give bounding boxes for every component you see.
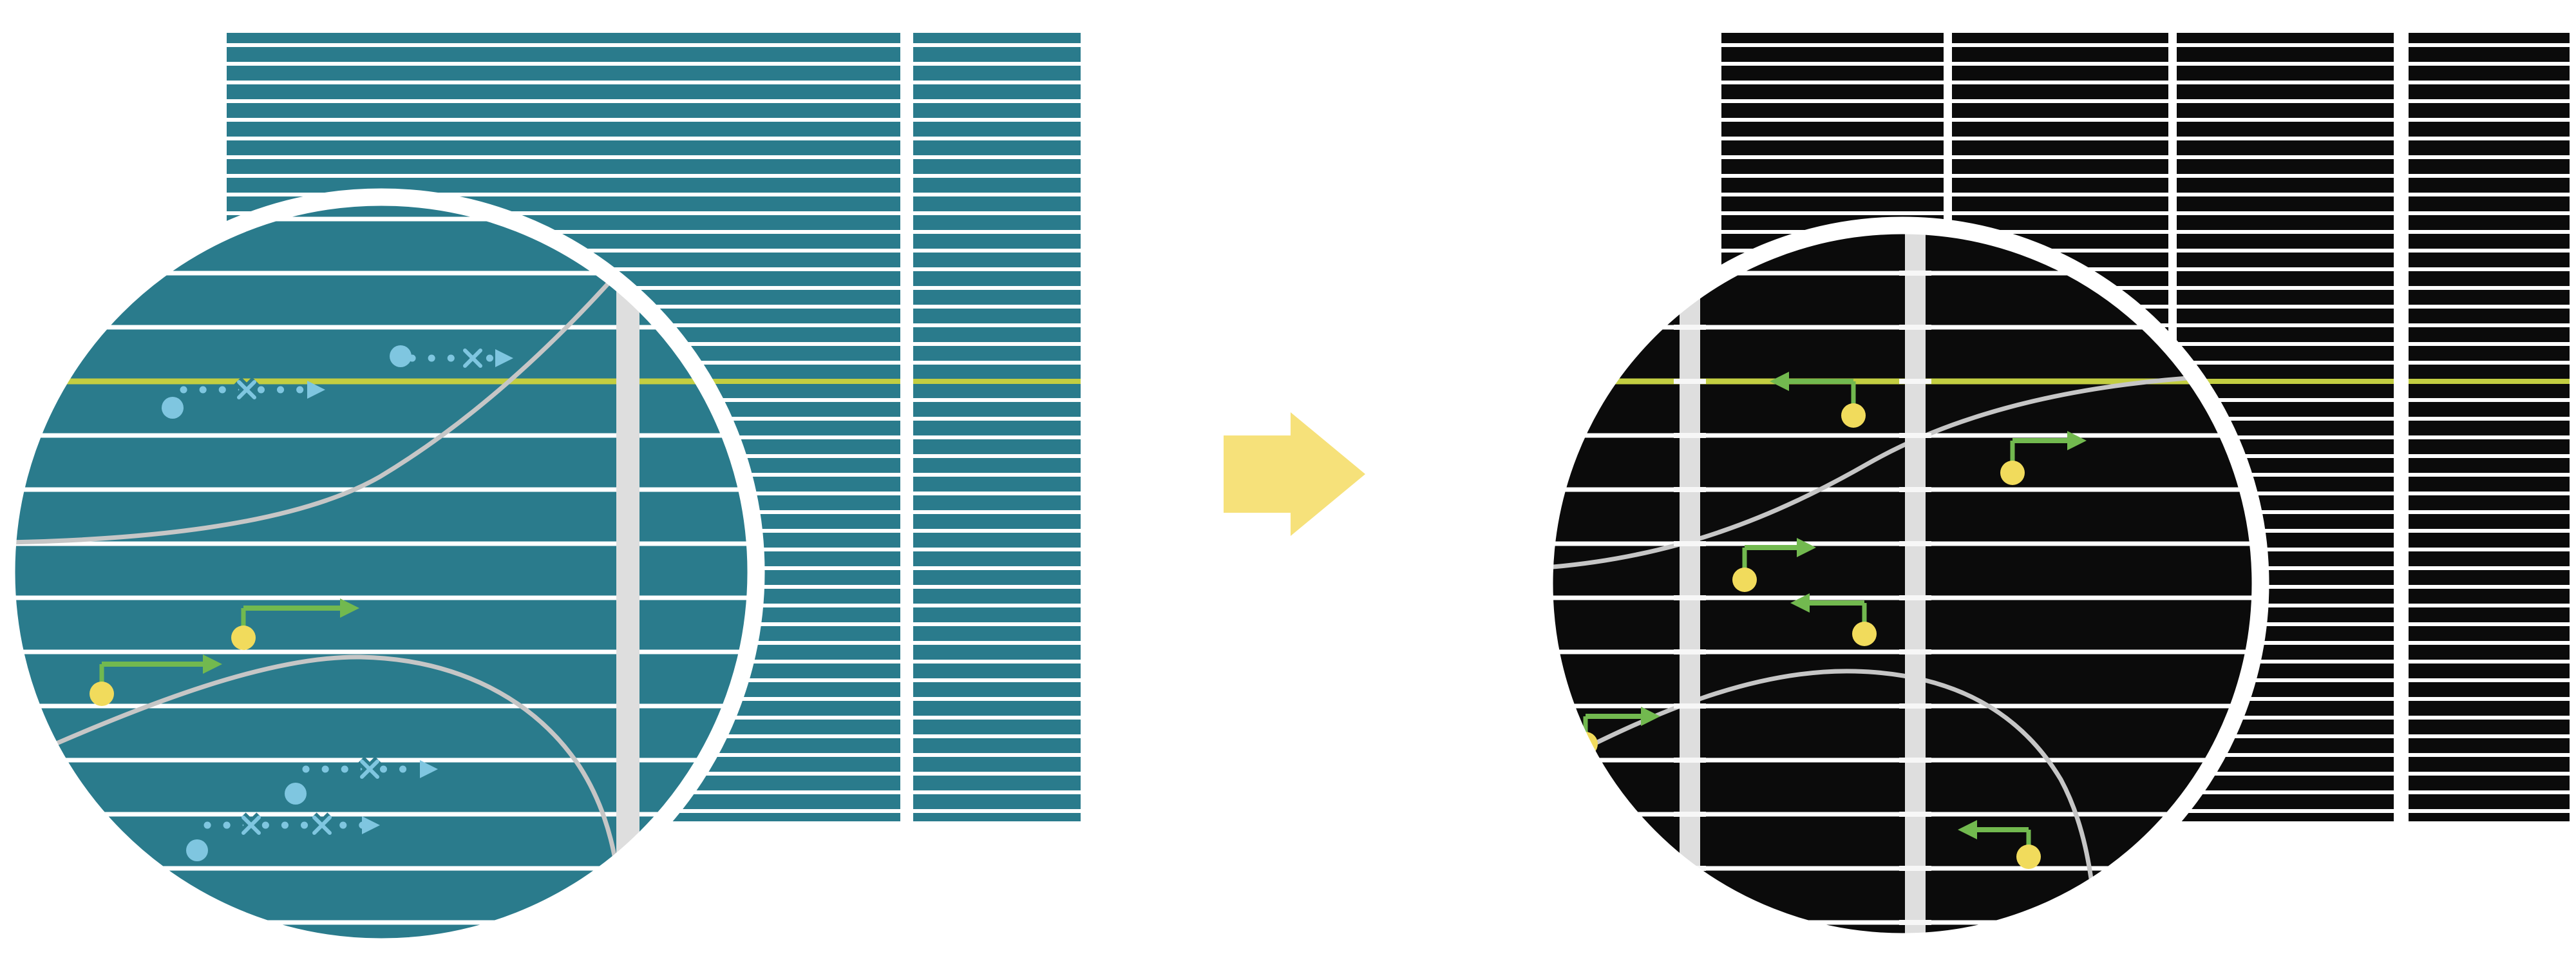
busbar-pad xyxy=(1899,812,1931,817)
collected-carrier-arrowhead xyxy=(1958,820,1977,839)
busbar-pad xyxy=(1899,649,1931,654)
busbar-zoom xyxy=(1905,225,1926,942)
busbar-pad xyxy=(1899,758,1931,763)
busbar-pad xyxy=(1899,325,1931,330)
busbar-pad xyxy=(1674,812,1706,817)
recombination-x-mark xyxy=(312,816,332,835)
collected-carrier xyxy=(1732,538,1816,592)
collected-carrier xyxy=(231,598,359,650)
magnifier-rim xyxy=(0,188,765,956)
collected-carrier-arrowhead xyxy=(2067,431,2087,450)
busbar-pad xyxy=(1899,433,1931,438)
busbar-pad xyxy=(1899,379,1931,384)
recombination-x-mark xyxy=(237,380,256,399)
blocked-carrier-arrowhead xyxy=(495,349,513,367)
grain-boundary xyxy=(1544,374,2208,571)
magnifier-bg xyxy=(1544,225,2260,942)
busbar-pad xyxy=(1674,108,1706,113)
blocked-carrier xyxy=(162,377,325,419)
busbar-pad xyxy=(1674,216,1706,222)
carrier-dot-blue xyxy=(186,839,208,861)
carrier-dot-yellow xyxy=(1852,622,1877,646)
right-arrow xyxy=(1224,412,1365,536)
recombination-x-mark xyxy=(242,816,261,835)
busbar-pad xyxy=(1899,487,1931,492)
result-cell-magnifier xyxy=(1535,54,2269,951)
busbar-pad xyxy=(1674,433,1706,438)
carrier-dot-blue xyxy=(390,345,412,367)
collected-carrier-arrowhead xyxy=(1770,372,1789,391)
carrier-dot-yellow xyxy=(90,682,114,706)
collected-carrier-arrowhead xyxy=(203,654,222,674)
busbar-pad xyxy=(1674,920,1706,925)
busbar-pad xyxy=(1674,758,1706,763)
cell-body xyxy=(913,33,1081,821)
carrier-dot-yellow xyxy=(1841,403,1866,428)
carrier-dot-yellow xyxy=(2016,845,2041,869)
blocked-carrier-arrowhead xyxy=(362,816,380,834)
busbar-pad xyxy=(1674,703,1706,709)
busbar-pad xyxy=(1899,595,1931,600)
carrier-dot-yellow xyxy=(2000,461,2025,485)
busbar-pad xyxy=(1674,54,1706,59)
collected-carrier xyxy=(1790,593,1877,646)
recombination-x-mark xyxy=(360,759,379,779)
busbar-pad xyxy=(1674,271,1706,276)
busbar-zoom xyxy=(616,197,639,947)
transformation-arrow xyxy=(1224,412,1365,536)
grain-boundary xyxy=(6,233,653,545)
busbar-zoom xyxy=(1680,225,1700,942)
blocked-carrier xyxy=(186,812,380,861)
carrier-dot-yellow xyxy=(231,625,256,650)
busbar-pad xyxy=(1674,325,1706,330)
collected-carrier-arrowhead xyxy=(1641,707,1660,726)
busbar-pad xyxy=(1674,379,1706,384)
carrier-dot-yellow xyxy=(1732,568,1757,592)
busbar-pad xyxy=(1674,595,1706,600)
blocked-carrier xyxy=(390,345,513,371)
blocked-carrier xyxy=(285,756,438,805)
busbar-pad xyxy=(1674,487,1706,492)
blocked-carrier-arrowhead xyxy=(307,381,325,399)
busbar-pad xyxy=(1899,703,1931,709)
grain-boundary xyxy=(17,654,625,927)
busbar-pad xyxy=(1674,649,1706,654)
collected-carrier-arrowhead xyxy=(1790,593,1810,613)
busbar-pad xyxy=(1674,541,1706,546)
collected-carrier xyxy=(1770,372,1866,428)
collected-carrier-arrowhead xyxy=(340,598,359,618)
cell-section xyxy=(913,33,1081,821)
carrier-dot-blue xyxy=(285,783,307,805)
blocked-carrier-arrowhead xyxy=(420,760,438,778)
cell-body xyxy=(2409,33,2570,821)
magnifier-rim xyxy=(1535,216,2269,951)
collected-carrier xyxy=(1958,820,2041,869)
carrier-dot-blue xyxy=(162,397,184,419)
busbar-pad xyxy=(1899,271,1931,276)
busbar-pad xyxy=(1674,162,1706,167)
busbar-pad xyxy=(1899,866,1931,871)
collected-carrier-arrowhead xyxy=(1797,538,1816,557)
collected-carrier xyxy=(2000,431,2087,485)
busbar-pad xyxy=(1899,920,1931,925)
collected-carrier xyxy=(90,654,222,706)
recombination-x-mark xyxy=(463,349,482,368)
cell-section xyxy=(2409,33,2570,821)
busbar-pad xyxy=(1899,541,1931,546)
